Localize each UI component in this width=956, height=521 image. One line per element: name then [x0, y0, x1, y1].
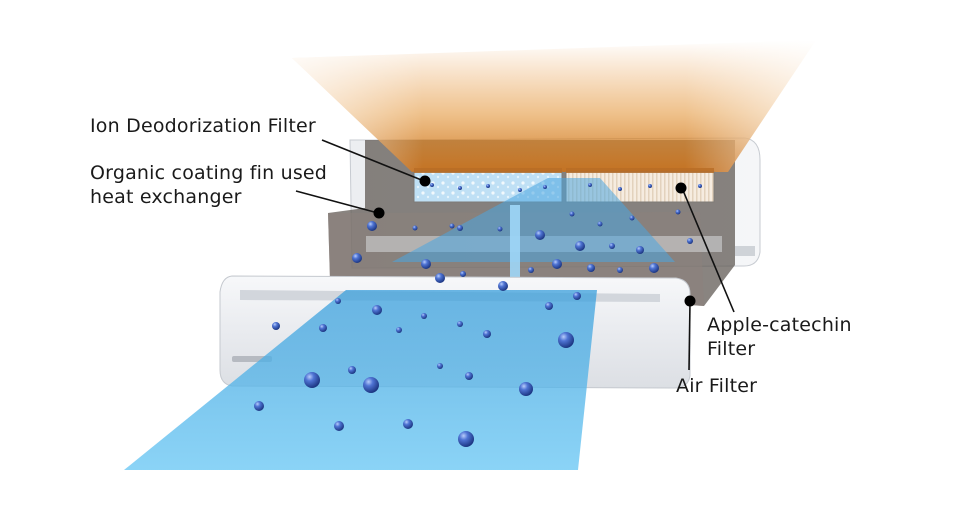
ion-particle — [569, 211, 575, 217]
ion-particle — [552, 259, 562, 269]
organic-fin-text-line1: Organic coating fin used — [90, 162, 328, 184]
ion-particle — [430, 183, 434, 187]
ion-particle — [486, 184, 490, 188]
air-filter-text: Air Filter — [676, 375, 758, 397]
ion-particle — [421, 313, 427, 319]
ion-particle — [698, 184, 702, 188]
ion-filter-leader — [321, 139, 425, 182]
ion-particle — [465, 372, 473, 380]
ion-filter-text: Ion Deodorization Filter — [90, 115, 316, 137]
ion-particle — [367, 221, 377, 231]
ion-particle — [458, 186, 462, 190]
ion-particle — [403, 419, 413, 429]
air-filter-leader — [688, 301, 691, 371]
apple-catechin-dot — [675, 182, 687, 194]
organic-fin-text-line2: heat exchanger — [90, 186, 242, 208]
apple-catechin-text-line1: Apple-catechin — [707, 314, 852, 336]
ion-particle — [597, 221, 603, 227]
ion-particle — [498, 281, 508, 291]
ion-particle — [609, 243, 615, 249]
ion-particle — [648, 184, 652, 188]
ion-particle — [363, 377, 379, 393]
ion-particle — [449, 223, 455, 229]
ion-particle — [421, 259, 431, 269]
ion-particle — [457, 321, 463, 327]
organic-coating-fin-label: Organic coating fin used heat exchanger — [90, 161, 327, 209]
organic-fin-leader — [295, 190, 379, 214]
ion-particle — [575, 241, 585, 251]
apple-catechin-text-line2: Filter — [707, 338, 756, 360]
air-filter-dot — [684, 295, 696, 307]
ion-particle — [372, 305, 382, 315]
ion-particle — [687, 238, 693, 244]
ion-particle — [675, 209, 681, 215]
ion-particle — [545, 302, 553, 310]
ion-particle — [649, 263, 659, 273]
ion-particle — [334, 421, 344, 431]
ion-particle — [587, 264, 595, 272]
ion-particle — [573, 292, 581, 300]
ion-particle — [457, 225, 463, 231]
ion-particles — [254, 183, 702, 447]
ion-particle — [412, 225, 418, 231]
ion-particle — [518, 188, 522, 192]
ion-deodorization-filter-label: Ion Deodorization Filter — [90, 114, 316, 138]
ion-particle — [535, 230, 545, 240]
leader-lines — [295, 139, 735, 371]
ion-particle — [543, 185, 547, 189]
ion-particle — [435, 273, 445, 283]
ion-particle — [460, 271, 466, 277]
ion-particle — [458, 431, 474, 447]
ion-particle — [558, 332, 574, 348]
ion-particle — [319, 324, 327, 332]
ion-particle — [629, 215, 635, 221]
pointer-dots — [373, 175, 696, 307]
apple-catechin-leader — [681, 187, 735, 313]
ion-particle — [483, 330, 491, 338]
clean-air-outflow — [124, 290, 597, 470]
air-filter-label: Air Filter — [676, 374, 757, 398]
ion-particle — [528, 267, 534, 273]
ion-particle — [272, 322, 280, 330]
ion-particle — [617, 267, 623, 273]
ion-particle — [588, 183, 592, 187]
ion-particle — [304, 372, 320, 388]
ion-particle — [348, 366, 356, 374]
ion-particle — [254, 401, 264, 411]
ion-particle — [618, 187, 622, 191]
ion-particle — [497, 226, 503, 232]
ion-particle — [352, 253, 362, 263]
ion-particle — [437, 363, 443, 369]
clean-air-inner-flow — [392, 178, 675, 277]
ion-particle — [636, 246, 644, 254]
ion-filter-dot — [419, 175, 431, 187]
ion-particle — [335, 298, 341, 304]
ion-particle — [396, 327, 402, 333]
organic-fin-dot — [373, 207, 385, 219]
apple-catechin-filter-label: Apple-catechin Filter — [707, 313, 852, 361]
ion-particle — [519, 382, 533, 396]
warm-air-flow — [292, 40, 816, 172]
